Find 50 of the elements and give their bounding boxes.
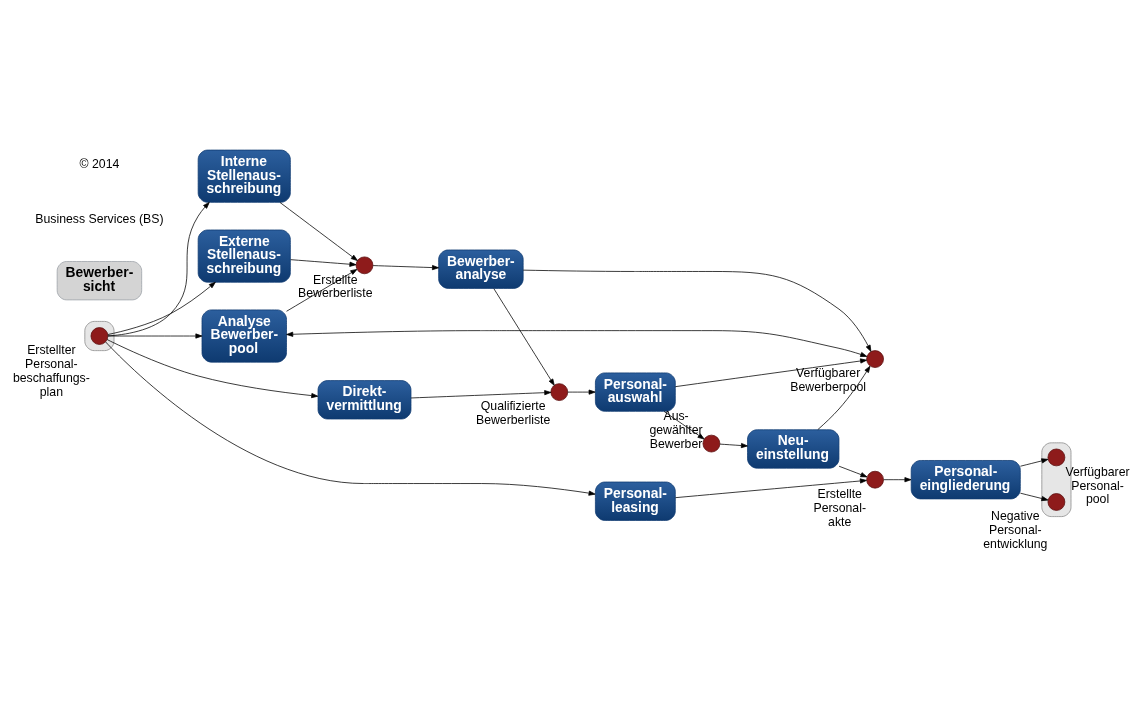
node-label: Verfügbarer Bewerberpool: [790, 366, 867, 395]
arrow: [290, 259, 357, 267]
node-circle: [1047, 493, 1066, 511]
node-circle: [866, 350, 884, 368]
node-box: Analyse Bewerber- pool: [201, 309, 287, 363]
node-label: Aus- gewählter Bewerber: [649, 409, 703, 452]
node-label: Erstellte Personal- akte: [813, 486, 867, 529]
node-circle: [866, 470, 884, 489]
arrow: [883, 477, 912, 483]
arrow: [107, 333, 203, 339]
arrow: [106, 339, 319, 399]
arrow: [675, 478, 867, 499]
node-label: Erstellter Personal- beschaffungs- plan: [12, 343, 90, 399]
node-label: Qualifizierte Bewerberliste: [475, 399, 551, 428]
arrow: [1020, 458, 1049, 467]
node-label: Negative Personal- entwicklung: [983, 509, 1048, 551]
arrow: [107, 202, 210, 337]
arrow: [1020, 492, 1049, 502]
node-circle: [702, 434, 721, 453]
node-box: Personal- leasing: [595, 481, 676, 521]
arrow: [719, 443, 748, 449]
arrow: [567, 389, 596, 395]
node-box: Bewerber- sicht: [56, 261, 143, 301]
cluster: [84, 321, 115, 351]
arrow: [410, 390, 552, 399]
arrow: [286, 330, 868, 357]
arrow: [838, 465, 868, 478]
label: Business Services (BS): [35, 211, 164, 226]
arrow: [663, 411, 705, 440]
node-circle: [355, 256, 374, 275]
arrow: [493, 288, 555, 386]
arrow: [279, 202, 358, 261]
node-label: Verfügbarer Personal- pool: [1065, 464, 1130, 507]
arrow: [522, 269, 872, 352]
node-box: Interne Stellenaus- schreibung: [197, 149, 291, 203]
arrow: [107, 281, 216, 335]
node-box: Bewerber- analyse: [438, 249, 524, 289]
node-circle: [1047, 448, 1066, 467]
node-circle: [90, 327, 109, 345]
node-circle: [550, 383, 569, 401]
node-box: Personal- eingliederung: [910, 460, 1021, 500]
arrow: [817, 365, 871, 430]
node-box: Neu- einstellung: [747, 429, 840, 469]
arrow: [372, 265, 439, 271]
arrow: [105, 341, 596, 496]
node-box: Externe Stellenaus- schreibung: [197, 229, 291, 283]
arrow: [675, 358, 868, 388]
node-box: Personal- auswahl: [595, 372, 676, 412]
label: © 2014: [79, 156, 120, 171]
node-box: Direkt- vermittlung: [317, 380, 412, 420]
